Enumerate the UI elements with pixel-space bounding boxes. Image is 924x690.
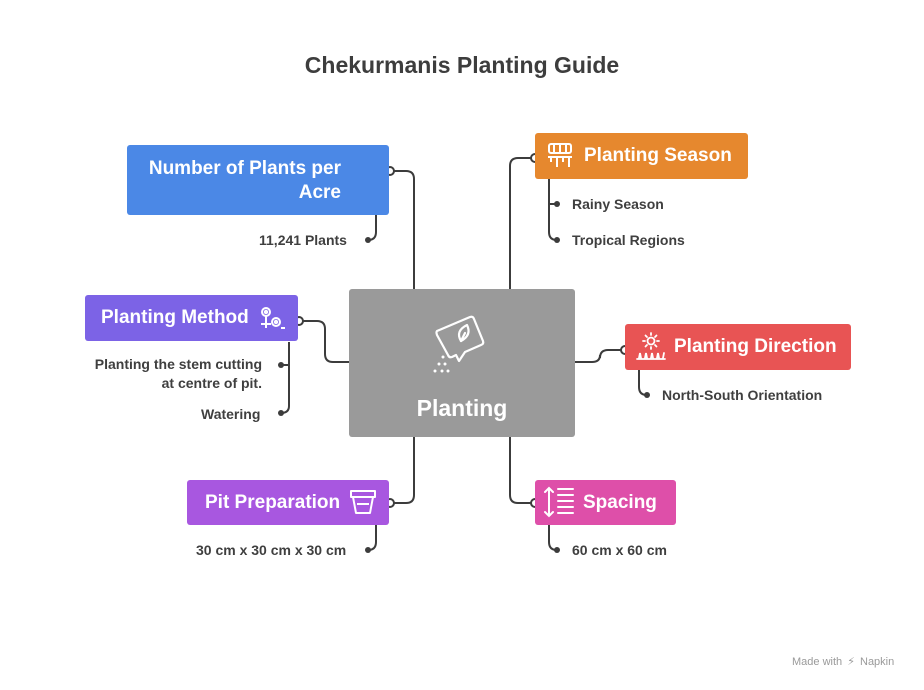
plants-per-acre-box: Number of Plants per Acre [127,145,500,215]
flowers-icon [261,307,285,329]
spacing-icon [544,486,574,518]
napkin-logo-icon: ⚡ [847,656,855,668]
planting-method-box: Planting Method [85,295,298,341]
napkin-credit: Made with ⚡ Napkin [792,655,894,668]
planting-method-detail: Planting the stem cutting at centre of p… [94,356,262,391]
spacing-detail: 60 cm x 60 cm [572,542,667,558]
center-label: Planting [416,395,508,421]
credit-text: Made with [792,656,843,668]
sun-grass-icon [636,332,666,360]
page-title: Chekurmanis Planting Guide [304,52,620,78]
rain-cloud-icon [548,143,572,167]
spacing-box: Spacing [535,480,676,525]
pit-preparation-box: Pit Preparation [187,480,389,525]
season-detail-tropical: Tropical Regions [572,232,685,248]
plants-per-acre-title: Number of Plants per Acre [148,158,341,203]
seed-packet-icon [433,315,485,373]
planting-season-title: Planting Season [584,145,732,166]
direction-detail: North-South Orientation [662,387,823,403]
planting-method-title: Planting Method [101,307,249,328]
center-node: Planting [349,289,575,437]
credit-brand: Napkin [860,656,895,668]
planting-direction-title: Planting Direction [674,336,837,357]
planting-direction-box: Planting Direction [625,324,851,370]
pot-icon [350,490,376,514]
plants-per-acre-detail: 11,241 Plants [259,232,347,248]
planting-season-box: Planting Season [535,133,748,179]
spacing-title: Spacing [583,492,657,513]
pit-preparation-title: Pit Preparation [205,492,341,513]
pit-preparation-detail: 30 cm x 30 cm x 30 cm [196,542,347,558]
season-detail-rainy: Rainy Season [572,196,664,212]
sprout-icon [480,169,500,196]
planting-method-watering: Watering [201,406,261,422]
